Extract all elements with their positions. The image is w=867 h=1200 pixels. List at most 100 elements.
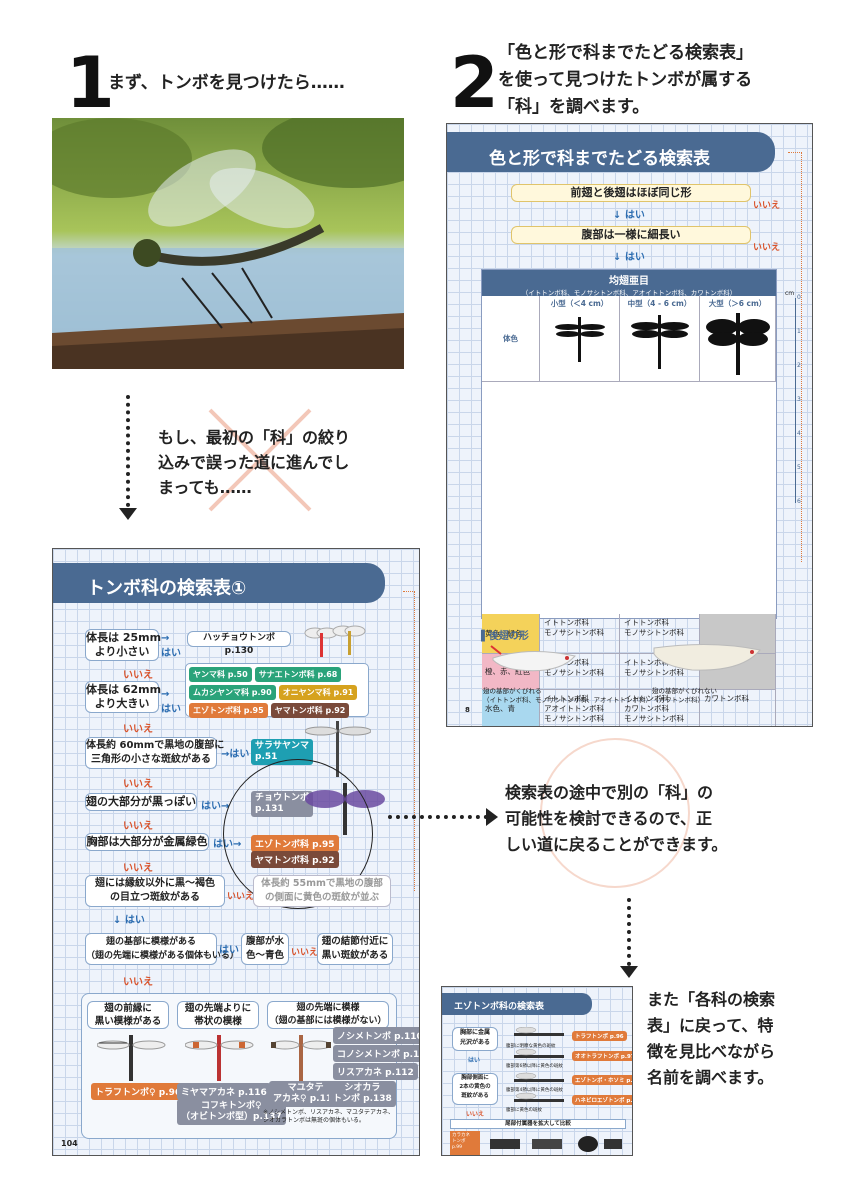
note-return-line2: 可能性を検討できるので、正	[505, 809, 713, 828]
ezo-dragonfly-images	[514, 1027, 564, 1102]
tonbo-q6-yes-arrow: ↓ はい	[113, 915, 145, 926]
step2-line1: 「色と形で科までたどる検索表」	[498, 43, 753, 63]
tonbo-q3-no: いいえ	[123, 779, 153, 790]
dotted-arrow-down	[126, 395, 130, 507]
ruler-tick: 3	[797, 396, 801, 403]
dotted-arrow-right	[388, 815, 488, 819]
hatchotombo-image	[304, 625, 366, 657]
size-small-label: 小型（＜4 cm）	[550, 299, 609, 308]
ezo-compare-bar: 尾部付属器を拡大して比較	[450, 1119, 626, 1129]
ezo-key-page: エゾトンボ科の検索表 胸部に金属 光沢がある はい 胸部側面に 2本の黄色の 斑…	[441, 986, 633, 1156]
tonbo-q6-no: いいえ	[227, 892, 255, 902]
key-q2-yes: ↓ はい	[613, 252, 645, 263]
tonbo-key-page: トンボ科の検索表① 体長は 25mm より小さい →はい ハッチョウトンボ p.…	[52, 548, 420, 1156]
tonbo-q5: 胸部は大部分が金属緑色	[85, 833, 209, 851]
cross-mark-icon	[208, 408, 312, 512]
arrowhead-down-icon	[119, 508, 137, 520]
tonbo-q1: 体長は 25mm より小さい	[85, 629, 161, 661]
ezo-t2: オオトラフトンボ p.97	[572, 1051, 632, 1061]
tonbo-q7b: 腹部が水 色～青色	[241, 933, 289, 965]
sarasayanma-image	[305, 721, 371, 777]
noshime-image	[271, 1035, 331, 1081]
tonbo-q4-yes-arrow: はい→	[201, 801, 230, 812]
size-small-header: 小型（＜4 cm）	[540, 296, 620, 382]
dragonfly-photo	[52, 118, 404, 369]
tonbo-sp4: ノシメトンボ p.110	[333, 1027, 419, 1044]
dotted-arrow-down-2	[627, 898, 631, 966]
tonbo-q3-yes-arrow: →はい	[221, 749, 250, 760]
ruler-tick: 2	[797, 362, 801, 369]
tonbo-g2: 翅の先端よりに 帯状の模様	[177, 1001, 259, 1029]
wing-caption-2: 翅の基部がくびれない （カワトンボ科）	[652, 687, 717, 704]
tonbo-sp5: コノシメトンボ p.111	[333, 1045, 419, 1062]
tonbo-q6-yes: はい	[124, 915, 145, 926]
size-large-label: 大型（＞6 cm）	[708, 299, 767, 308]
miyamaakane-image	[185, 1035, 254, 1081]
ezo-title: エゾトンボ科の検索表	[442, 993, 592, 1015]
step1-number: 1	[66, 42, 115, 124]
torafu-image	[97, 1035, 166, 1081]
ruler-tick: 1	[797, 328, 801, 335]
key-table-subtitle: （イトトンボ科、モノサシトンボ科、アオイトトンボ科、カワトンボ科）	[521, 289, 737, 297]
wing-narrow-image	[490, 645, 576, 672]
tonbo-sp6: リスアカネ p.112	[333, 1063, 418, 1080]
family-tag: ムカシヤンマ科 p.90	[189, 685, 276, 700]
key-q2-yes-label: はい	[624, 252, 645, 263]
ezo-cap2: 腹部第6節以降に黄色の斑紋	[506, 1064, 563, 1069]
key-q1-yes-label: はい	[624, 210, 645, 221]
ezo-appendage-images	[490, 1136, 622, 1152]
key-q2: 腹部は一様に細長い	[511, 226, 751, 244]
family-tag: ヤンマ科 p.50	[189, 667, 252, 682]
size-large-header: 大型（＞6 cm）	[700, 296, 776, 382]
wing-broad-image	[653, 643, 761, 671]
family-tag: エゾトンボ科 p.95	[189, 703, 268, 718]
note-compare: また「各科の検索 表」に戻って、特 徴を見比べながら 名前を調べます。	[647, 987, 775, 1091]
tonbo-q1-no: いいえ	[123, 670, 153, 681]
step2-line2: を使って見つけたトンボが属する	[498, 70, 753, 90]
key-page-title: 色と形で科までたどる検索表	[447, 132, 775, 172]
tonbo-q6: 翅には縁紋以外に黒～褐色 の目立つ斑紋がある	[85, 875, 225, 907]
ezo-cap1: 腹部に明瞭な黄色の斑紋	[506, 1044, 556, 1049]
note-compare-line2: 表」に戻って、特	[647, 1016, 774, 1035]
tonbo-r1: ハッチョウトンボ p.130	[187, 631, 291, 656]
ruler-tick: 6	[797, 498, 801, 505]
large-damselfly-icon	[705, 313, 770, 375]
key-page-number: 8	[465, 706, 470, 714]
wing-caption-1: 翅の基部がくびれる （イトトンボ科、モノサシトンボ科、アオイトトンボ科）	[483, 687, 652, 704]
ezo-t3: エゾトンボ・ホソミ p.100	[572, 1075, 632, 1085]
ezo-footer-tag: カラカネ トンボ p.99	[450, 1131, 480, 1155]
family-tag: サナエトンボ科 p.68	[254, 667, 342, 682]
key-row-label: 水色、青	[482, 690, 540, 726]
key-cell-large: カワトンボ科	[700, 690, 776, 726]
tonbo-q6-no-box: 体長約 55mmで黒地の腹部 の側面に黄色の斑紋が並ぶ	[253, 875, 391, 907]
note-return-line1: 検索表の途中で別の「科」の	[505, 783, 714, 802]
tonbo-q7c: 翅の結節付近に 黒い斑紋がある	[317, 933, 393, 965]
tonbo-q7-no: いいえ	[123, 977, 153, 988]
ezo-q-a-yes: はい	[468, 1057, 481, 1064]
tonbo-footnote: ※ノシメトンボ、リスアカネ、マユタテアカネ、 シオカラトンボは無斑の個体もいる。	[263, 1109, 395, 1124]
step2-number: 2	[450, 42, 499, 124]
ruler-unit: cm	[785, 290, 795, 297]
note-wrong-line2: 込みで誤った道に進んでし	[158, 453, 350, 472]
tonbo-q4-yes: はい	[201, 801, 221, 812]
tonbo-sp3: コフキトンボ♀ （オビトンボ型）p.137	[177, 1099, 286, 1125]
ruler-tick: 5	[797, 464, 801, 471]
ruler-tick: 0	[797, 294, 801, 301]
key-q2-no: いいえ	[753, 243, 781, 253]
key-table-row: 水色、青イトトンボ科 アオイトトンボ科 モノサシトンボ科イトトンボ科 カワトンボ…	[482, 690, 776, 726]
tonbo-q2-no: いいえ	[123, 724, 153, 735]
wing-heading-label: 後翅の形	[488, 631, 529, 642]
tonbo-sp8: シオカラ トンボ p.138	[329, 1081, 396, 1107]
body-color-header: 体色	[482, 296, 540, 382]
tonbo-q2: 体長は 62mm より大きい	[85, 681, 161, 713]
arrowhead-down-2-icon	[620, 966, 638, 978]
small-damselfly-icon	[554, 317, 605, 362]
note-wrong-path: もし、最初の「科」の絞り 込みで誤った道に進んでし まっても……	[158, 425, 350, 500]
key-cell-mid: イトトンボ科 カワトンボ科 モノサシトンボ科	[620, 690, 700, 726]
mid-damselfly-icon	[630, 315, 689, 369]
step2-text: 「色と形で科までたどる検索表」 を使って見つけたトンボが属する 「科」を調べます…	[498, 40, 753, 121]
tonbo-q2-yes-arrow: →はい	[161, 689, 181, 715]
tonbo-sp1: トラフトンボ♀ p.96	[91, 1083, 186, 1100]
step1-text: まず、トンボを見つけたら……	[108, 73, 345, 93]
key-table: 均翅亜目 （イトトンボ科、モノサシトンボ科、アオイトトンボ科、カワトンボ科） 体…	[481, 269, 777, 726]
